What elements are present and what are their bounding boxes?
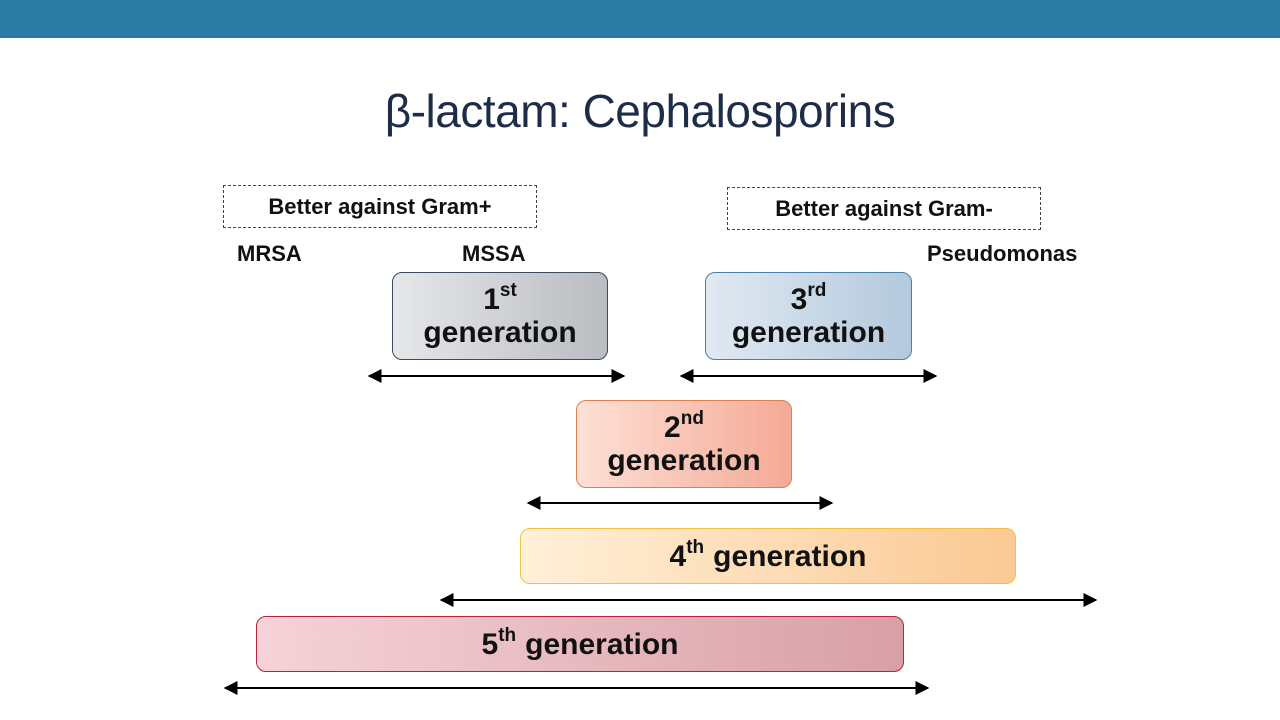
third-generation-word: generation [731,316,886,349]
gram-positive-box: Better against Gram+ [223,185,537,228]
fourth-generation-word: generation [713,539,867,573]
gram-negative-box: Better against Gram- [727,187,1041,230]
fourth-generation-box: 4th generation [520,528,1016,584]
first-generation-box: 1st generation [392,272,608,360]
fifth-generation-ordinal: 5th [481,624,517,661]
mssa-label: MSSA [462,241,526,266]
third-generation-ordinal: 3rd [790,280,827,316]
second-generation-ordinal: 2nd [664,408,704,444]
first-generation-word: generation [423,316,577,349]
third-generation-box: 3rd generation [705,272,912,360]
mrsa-label: MRSA [237,241,302,266]
gram-negative-label: Better against Gram- [775,195,993,221]
top-bar [0,0,1280,38]
fourth-generation-ordinal: 4th [669,536,705,573]
second-generation-box: 2nd generation [576,400,792,488]
fifth-generation-word: generation [525,627,679,661]
fifth-generation-box: 5th generation [256,616,904,672]
pseudomonas-label: Pseudomonas [927,241,1078,266]
first-generation-ordinal: 1st [483,280,517,316]
gram-positive-label: Better against Gram+ [268,193,492,219]
page-title: β-lactam: Cephalosporins [384,85,896,137]
second-generation-word: generation [607,444,761,477]
